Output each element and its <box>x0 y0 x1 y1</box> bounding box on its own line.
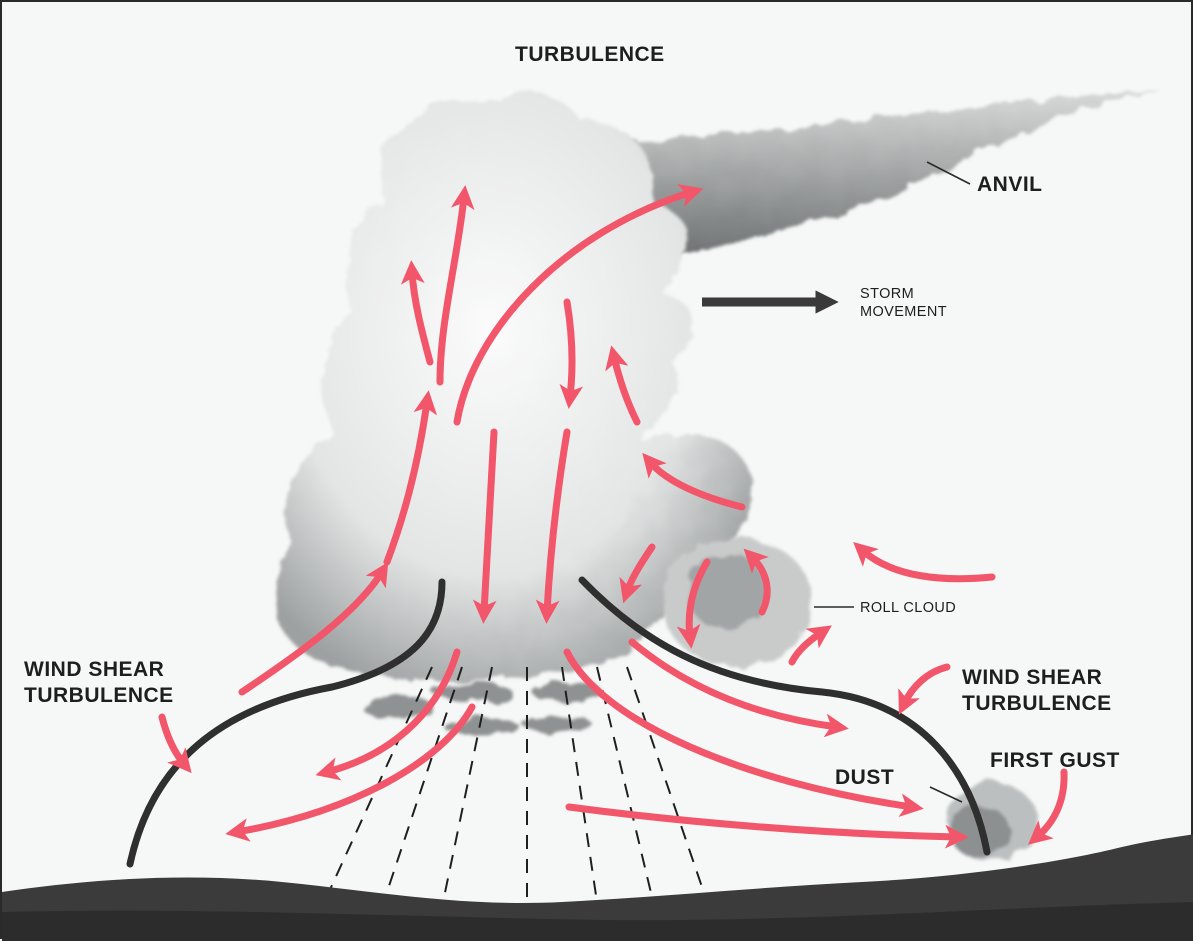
wind-shear-right-line2: TURBULENCE <box>962 691 1112 717</box>
wind-shear-left-line2: TURBULENCE <box>24 683 174 709</box>
leader-lines <box>814 162 970 802</box>
storm-movement-label-line2: MOVEMENT <box>860 303 947 321</box>
dust-cloud <box>947 782 1037 862</box>
roll-cloud-shape <box>662 537 812 667</box>
wind-shear-right-line1: WIND SHEAR <box>962 665 1112 691</box>
wind-shear-left-label: WIND SHEAR TURBULENCE <box>24 657 174 709</box>
first-gust-label: FIRST GUST <box>990 748 1120 774</box>
dust-label: DUST <box>835 765 894 791</box>
turbulence-label: TURBULENCE <box>515 42 665 68</box>
wind-shear-right-label: WIND SHEAR TURBULENCE <box>962 665 1112 717</box>
storm-movement-label: STORM MOVEMENT <box>860 285 947 321</box>
wind-shear-left-line1: WIND SHEAR <box>24 657 174 683</box>
anvil-label: ANVIL <box>977 172 1043 198</box>
storm-movement-label-line1: STORM <box>860 285 947 303</box>
roll-cloud-label: ROLL CLOUD <box>860 599 956 617</box>
